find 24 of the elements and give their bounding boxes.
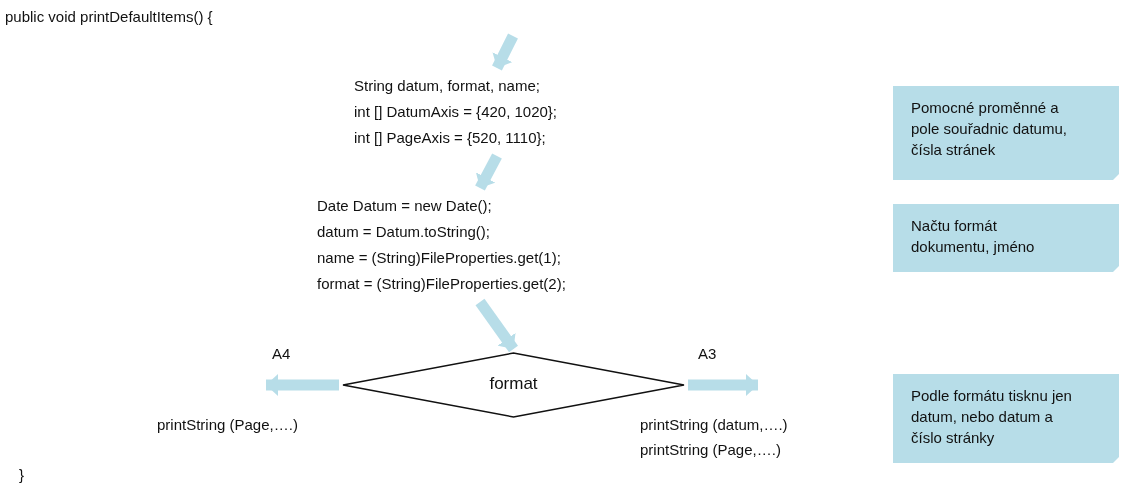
note-box [893, 204, 1119, 272]
note-text: Pomocné proměnné a pole souřadnic datumu, čísla stránek [911, 98, 1068, 160]
code-line: int [] PageAxis = {520, 1110}; [353, 128, 547, 148]
code-line: datum = Datum.toString(); [316, 222, 491, 242]
arrow [688, 374, 758, 396]
code-line: printString (Page,….) [157, 416, 298, 433]
note-box [893, 374, 1119, 463]
arrow [475, 298, 518, 353]
code-line: printString (Page,….) [640, 441, 781, 458]
note-text: Podle formátu tisknu jen datum, nebo datum a číslo stránky [911, 386, 1073, 448]
decision-label: format [488, 374, 539, 394]
code-line: } [19, 466, 24, 483]
code-line: printString (datum,….) [640, 416, 788, 433]
code-line: name = (String)FileProperties.get(1); [316, 248, 562, 268]
code-line: Date Datum = new Date(); [316, 196, 493, 216]
note-box [893, 86, 1119, 180]
arrow [266, 374, 339, 396]
note-text: Načtu formát dokumentu, jméno [911, 216, 1036, 257]
code-line: format = (String)FileProperties.get(2); [316, 274, 567, 294]
code-line: public void printDefaultItems() { [5, 8, 213, 25]
code-line: int [] DatumAxis = {420, 1020}; [353, 102, 559, 122]
code-line: String datum, format, name; [353, 76, 541, 96]
arrow [492, 33, 518, 71]
arrow [475, 153, 502, 191]
